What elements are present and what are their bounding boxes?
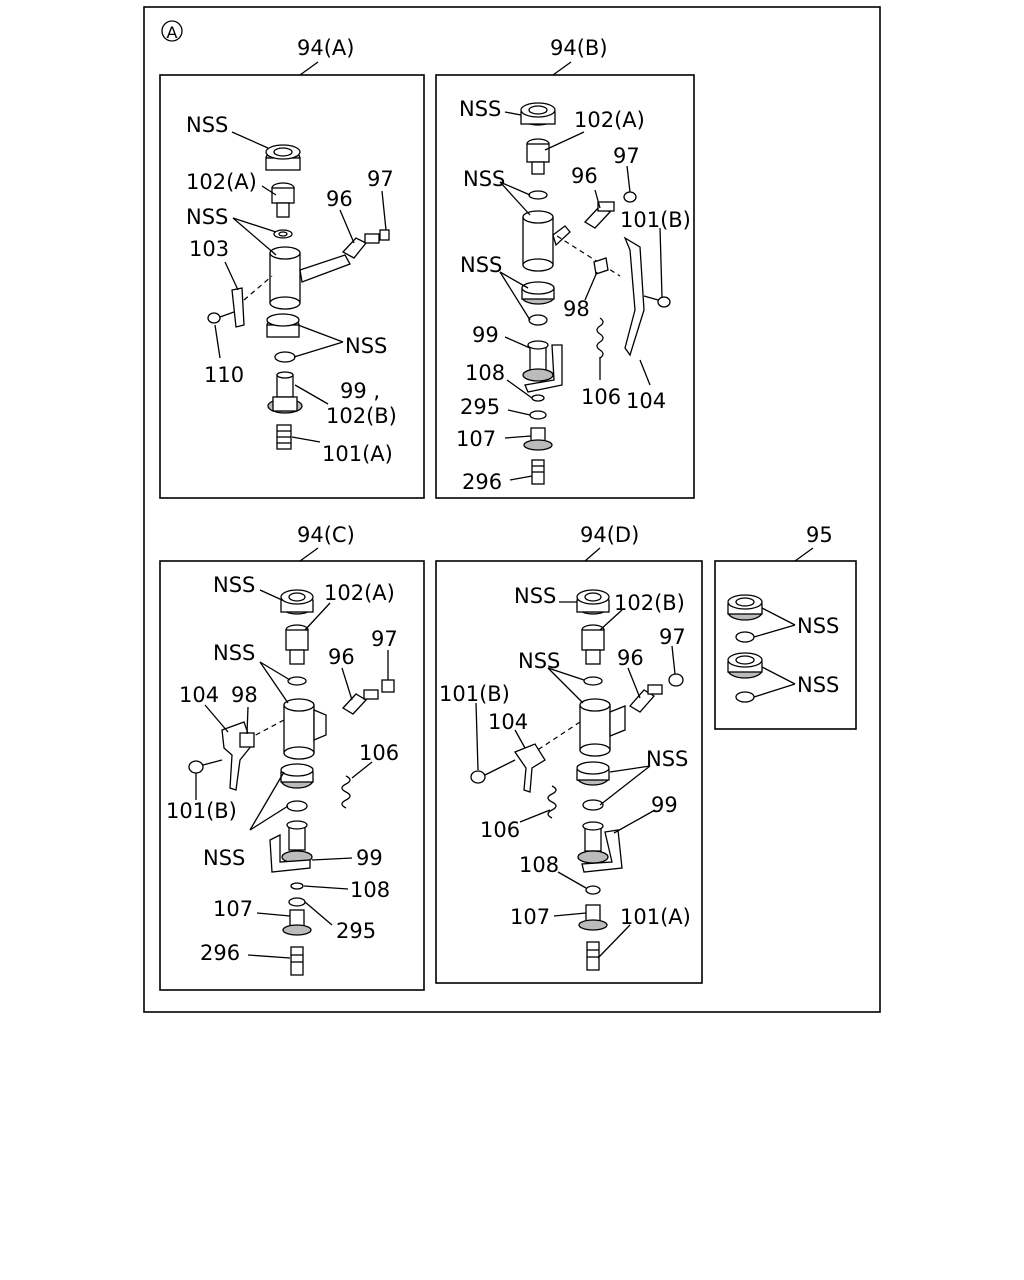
- panel-94c-label-6: 104: [179, 683, 219, 707]
- panel-94d-label-11: 108: [519, 853, 559, 877]
- panel-94c-label-5: 97: [371, 627, 398, 651]
- panel-94c-label-3: NSS: [213, 641, 255, 665]
- panel-94b-frame: [435, 74, 695, 499]
- panel-94a: 94(A): [159, 36, 425, 499]
- panel-94d-title: 94(D): [580, 523, 639, 547]
- panel-94b: 94(B): [435, 36, 695, 499]
- panel-94a-label-5: NSS: [186, 205, 228, 229]
- panel-94c-label-9: 101(B): [166, 799, 237, 823]
- panel-94c-label-7: 98: [231, 683, 258, 707]
- panel-94a-label-3: 96: [326, 187, 353, 211]
- panel-94c-label-15: 296: [200, 941, 240, 965]
- panel-94d-label-9: 99: [651, 793, 678, 817]
- panel-94b-label-13: 295: [460, 395, 500, 419]
- panel-94a-label-9: 99 ,: [340, 379, 380, 403]
- panel-94b-label-5: 96: [571, 164, 598, 188]
- panel-94a-title: 94(A): [297, 36, 354, 60]
- panel-94c: 94(C): [159, 523, 425, 991]
- panel-94b-label-10: 108: [465, 361, 505, 385]
- panel-94b-label-8: 98: [563, 297, 590, 321]
- panel-94b-label-14: 107: [456, 427, 496, 451]
- panel-94d: 94(D): [435, 523, 703, 984]
- panel-94c-label-1: NSS: [213, 573, 255, 597]
- panel-95-title: 95: [806, 523, 833, 547]
- panel-94c-label-11: 99: [356, 846, 383, 870]
- section-marker: A: [167, 23, 178, 42]
- panel-94d-label-13: 101(A): [620, 905, 691, 929]
- panel-94d-label-2: 102(B): [614, 591, 685, 615]
- panel-94a-label-10: 102(B): [326, 404, 397, 428]
- panel-94b-label-9: 99: [472, 323, 499, 347]
- panel-95-parts: [727, 594, 763, 703]
- panel-95-label-2: NSS: [797, 673, 839, 697]
- panel-94b-label-6: 101(B): [620, 208, 691, 232]
- panel-94a-label-4: 97: [367, 167, 394, 191]
- panel-94d-label-6: 101(B): [439, 682, 510, 706]
- panel-94b-label-1: NSS: [459, 97, 501, 121]
- panel-95-frame: [714, 560, 857, 730]
- panel-94c-label-2: 102(A): [324, 581, 395, 605]
- panel-94b-title: 94(B): [550, 36, 608, 60]
- panel-94b-label-7: NSS: [460, 253, 502, 277]
- panel-94b-label-15: 296: [462, 470, 502, 494]
- panel-94a-parts: [207, 144, 390, 450]
- panel-94d-label-7: 104: [488, 710, 528, 734]
- panel-95: 95 NSS NSS: [714, 523, 857, 730]
- panel-94d-label-12: 107: [510, 905, 550, 929]
- panel-94c-label-10: NSS: [203, 846, 245, 870]
- panel-95-label-1: NSS: [797, 614, 839, 638]
- panel-94c-label-12: 108: [350, 878, 390, 902]
- panel-94d-label-3: 97: [659, 625, 686, 649]
- panel-94c-frame: [159, 560, 425, 991]
- panel-94b-label-4: NSS: [463, 167, 505, 191]
- panel-94a-label-1: NSS: [186, 113, 228, 137]
- panel-94b-label-12: 104: [626, 389, 666, 413]
- panel-94d-label-10: 106: [480, 818, 520, 842]
- panel-94d-parts: [470, 589, 684, 971]
- panel-94b-label-11: 106: [581, 385, 621, 409]
- section-marker-circle: [161, 20, 183, 42]
- panel-94c-label-4: 96: [328, 645, 355, 669]
- panel-94a-label-2: 102(A): [186, 170, 257, 194]
- panel-94a-label-7: 110: [204, 363, 244, 387]
- panel-94d-label-5: 96: [617, 646, 644, 670]
- panel-94a-frame: [159, 74, 425, 499]
- outer-frame: [143, 6, 881, 1013]
- panel-94a-label-6: 103: [189, 237, 229, 261]
- panel-94d-label-1: NSS: [514, 584, 556, 608]
- panel-94b-label-3: 97: [613, 144, 640, 168]
- panel-94c-label-13: 107: [213, 897, 253, 921]
- panel-94b-label-2: 102(A): [574, 108, 645, 132]
- panel-94c-title: 94(C): [297, 523, 355, 547]
- panel-94a-label-11: 101(A): [322, 442, 393, 466]
- panel-94c-label-14: 295: [336, 919, 376, 943]
- panel-94d-label-4: NSS: [518, 649, 560, 673]
- panel-94c-parts: [188, 589, 395, 976]
- panel-94c-label-8: 106: [359, 741, 399, 765]
- panel-94b-parts: [520, 102, 671, 485]
- panel-94d-label-8: NSS: [646, 747, 688, 771]
- panel-94d-frame: [435, 560, 703, 984]
- panel-94a-label-8: NSS: [345, 334, 387, 358]
